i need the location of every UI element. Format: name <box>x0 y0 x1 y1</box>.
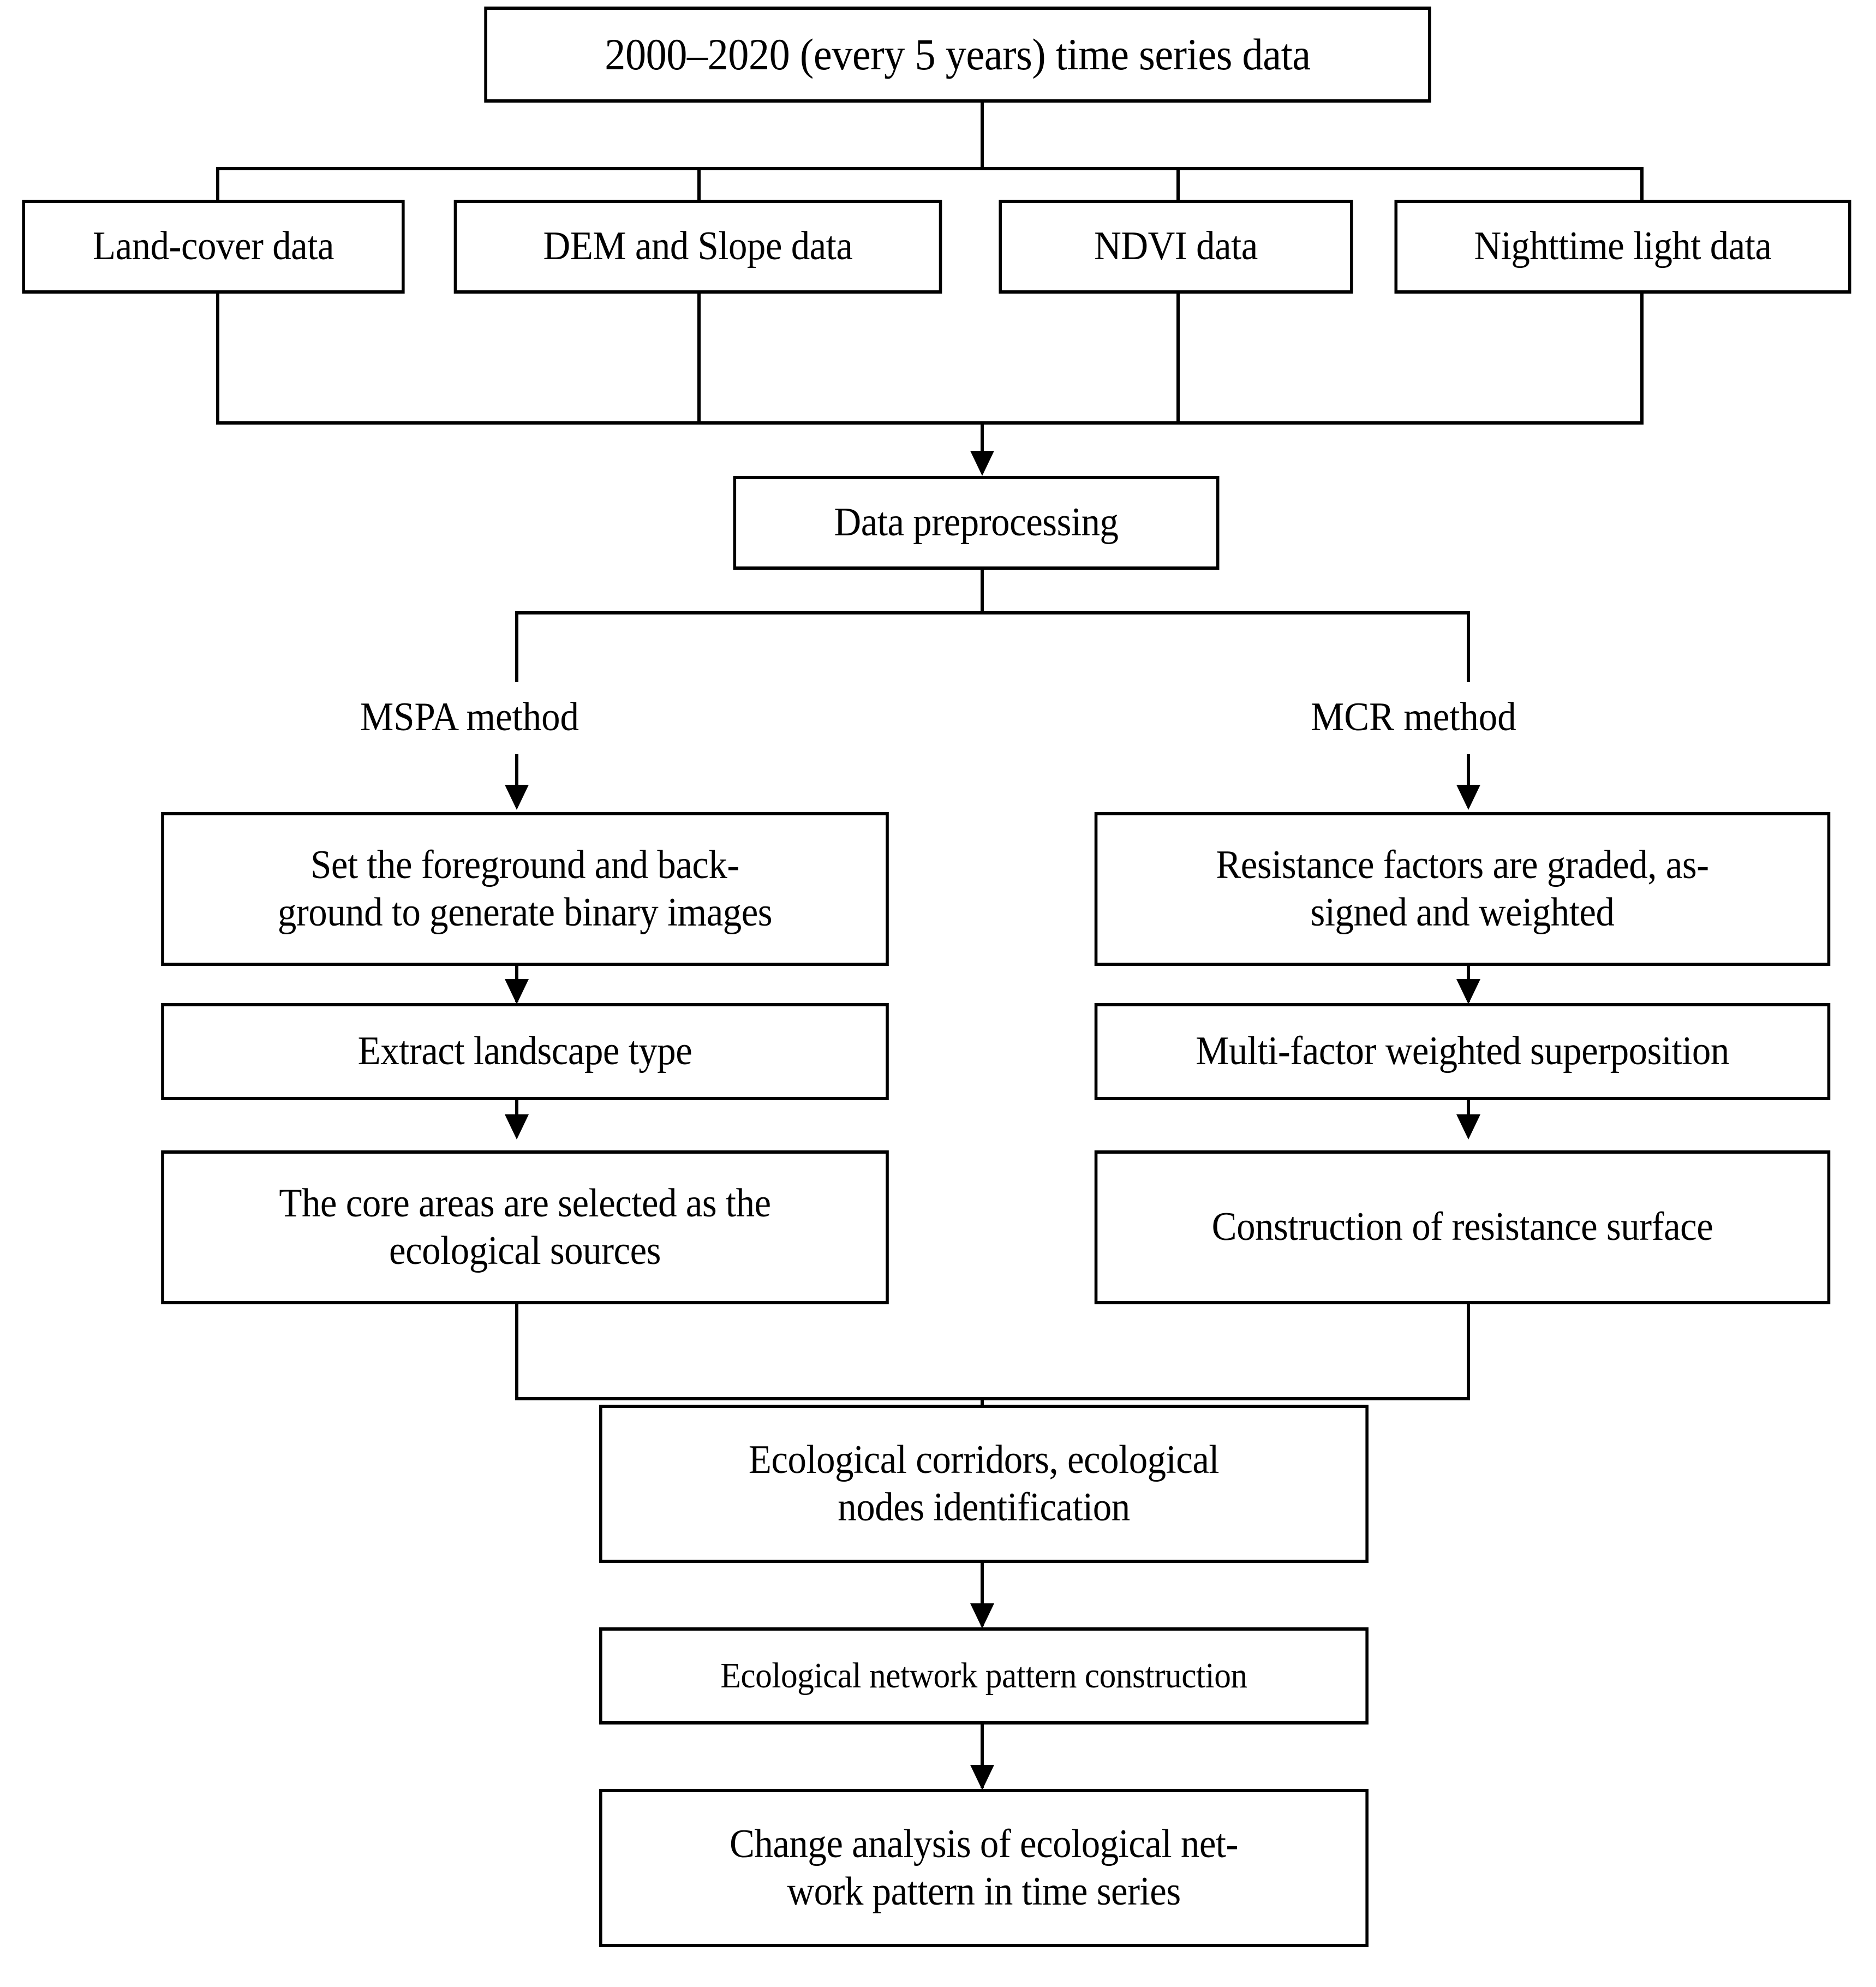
node-nighttime-light-data: Nighttime light data <box>1394 200 1851 294</box>
node-land-cover-data: Land-cover data <box>22 200 405 294</box>
node-ecological-corridors-nodes-label: Ecological corridors, ecological nodes i… <box>748 1437 1220 1530</box>
node-data-preprocessing: Data preprocessing <box>733 476 1220 570</box>
connector-rise-nightlight <box>1640 294 1644 425</box>
node-mspa-step1-label: Set the foreground and back- ground to g… <box>277 842 773 935</box>
connector-source-stem <box>981 103 984 170</box>
node-source-data: 2000–2020 (every 5 years) time series da… <box>484 7 1431 103</box>
connector-branch-left-drop <box>515 611 518 682</box>
arrowhead-network-pattern <box>970 1603 994 1628</box>
arrowhead-preprocessing <box>970 451 994 476</box>
node-mspa-step2-label: Extract landscape type <box>357 1029 692 1074</box>
connector-branch-right-drop <box>1467 611 1470 682</box>
connector-network-change <box>981 1725 984 1788</box>
node-nighttime-light-data-label: Nighttime light data <box>1474 224 1772 269</box>
connector-drop-land-cover <box>216 167 219 203</box>
node-ndvi-data-label: NDVI data <box>1094 224 1258 269</box>
label-mspa-method: MSPA method <box>360 695 579 739</box>
node-mspa-step1: Set the foreground and back- ground to g… <box>161 812 889 966</box>
connector-rise-land-cover <box>216 294 219 425</box>
node-dem-slope-data: DEM and Slope data <box>453 200 942 294</box>
arrowhead-mcr-step1 <box>1456 785 1480 810</box>
connector-mcr-entry <box>1467 754 1470 805</box>
node-ecological-corridors-nodes: Ecological corridors, ecological nodes i… <box>599 1405 1369 1563</box>
arrowhead-mspa-step2 <box>505 979 529 1004</box>
node-data-preprocessing-label: Data preprocessing <box>834 500 1119 545</box>
node-mcr-step3-label: Construction of resistance surface <box>1211 1204 1713 1250</box>
connector-merge-bar-branches <box>515 1397 1470 1400</box>
node-dem-slope-data-label: DEM and Slope data <box>543 224 853 269</box>
arrowhead-mspa-step1 <box>505 785 529 810</box>
node-mcr-step1: Resistance factors are graded, as- signe… <box>1094 812 1831 966</box>
node-mcr-step2-label: Multi-factor weighted superposition <box>1196 1029 1729 1074</box>
connector-rise-ndvi <box>1176 294 1180 425</box>
connector-merge-bar-preprocessing <box>216 421 1644 425</box>
connector-drop-dem-slope <box>697 167 701 203</box>
node-mspa-step3: The core areas are selected as the ecolo… <box>161 1150 889 1304</box>
node-mcr-step1-label: Resistance factors are graded, as- signe… <box>1216 842 1709 935</box>
connector-mcr-merge-rise <box>1467 1304 1470 1400</box>
node-ndvi-data: NDVI data <box>999 200 1353 294</box>
node-change-analysis-label: Change analysis of ecological net- work … <box>729 1821 1239 1914</box>
arrowhead-mspa-step3 <box>505 1114 529 1139</box>
node-land-cover-data-label: Land-cover data <box>92 224 334 269</box>
connector-stem-branch-split <box>981 570 984 614</box>
arrowhead-mcr-step3 <box>1456 1114 1480 1139</box>
connector-rise-dem-slope <box>697 294 701 425</box>
node-mcr-step2: Multi-factor weighted superposition <box>1094 1003 1831 1100</box>
connector-branch-split-bar <box>515 611 1470 614</box>
connector-distribution-bar-top <box>216 167 1644 170</box>
node-mcr-step3: Construction of resistance surface <box>1094 1150 1831 1304</box>
connector-mspa-entry <box>515 754 518 805</box>
connector-drop-nightlight <box>1640 167 1644 203</box>
node-source-data-label: 2000–2020 (every 5 years) time series da… <box>605 29 1311 79</box>
connector-corridors-network <box>981 1563 984 1626</box>
arrowhead-mcr-step2 <box>1456 979 1480 1004</box>
connector-mspa-merge-rise <box>515 1304 518 1400</box>
connector-stem-preprocessing <box>981 421 984 473</box>
node-network-pattern-construction: Ecological network pattern construction <box>599 1627 1369 1725</box>
label-mcr-method: MCR method <box>1311 695 1516 739</box>
arrowhead-change-analysis <box>970 1765 994 1790</box>
node-mspa-step3-label: The core areas are selected as the ecolo… <box>279 1180 771 1273</box>
node-network-pattern-construction-label: Ecological network pattern construction <box>720 1656 1247 1696</box>
node-mspa-step2: Extract landscape type <box>161 1003 889 1100</box>
node-change-analysis: Change analysis of ecological net- work … <box>599 1789 1369 1947</box>
connector-drop-ndvi <box>1176 167 1180 203</box>
